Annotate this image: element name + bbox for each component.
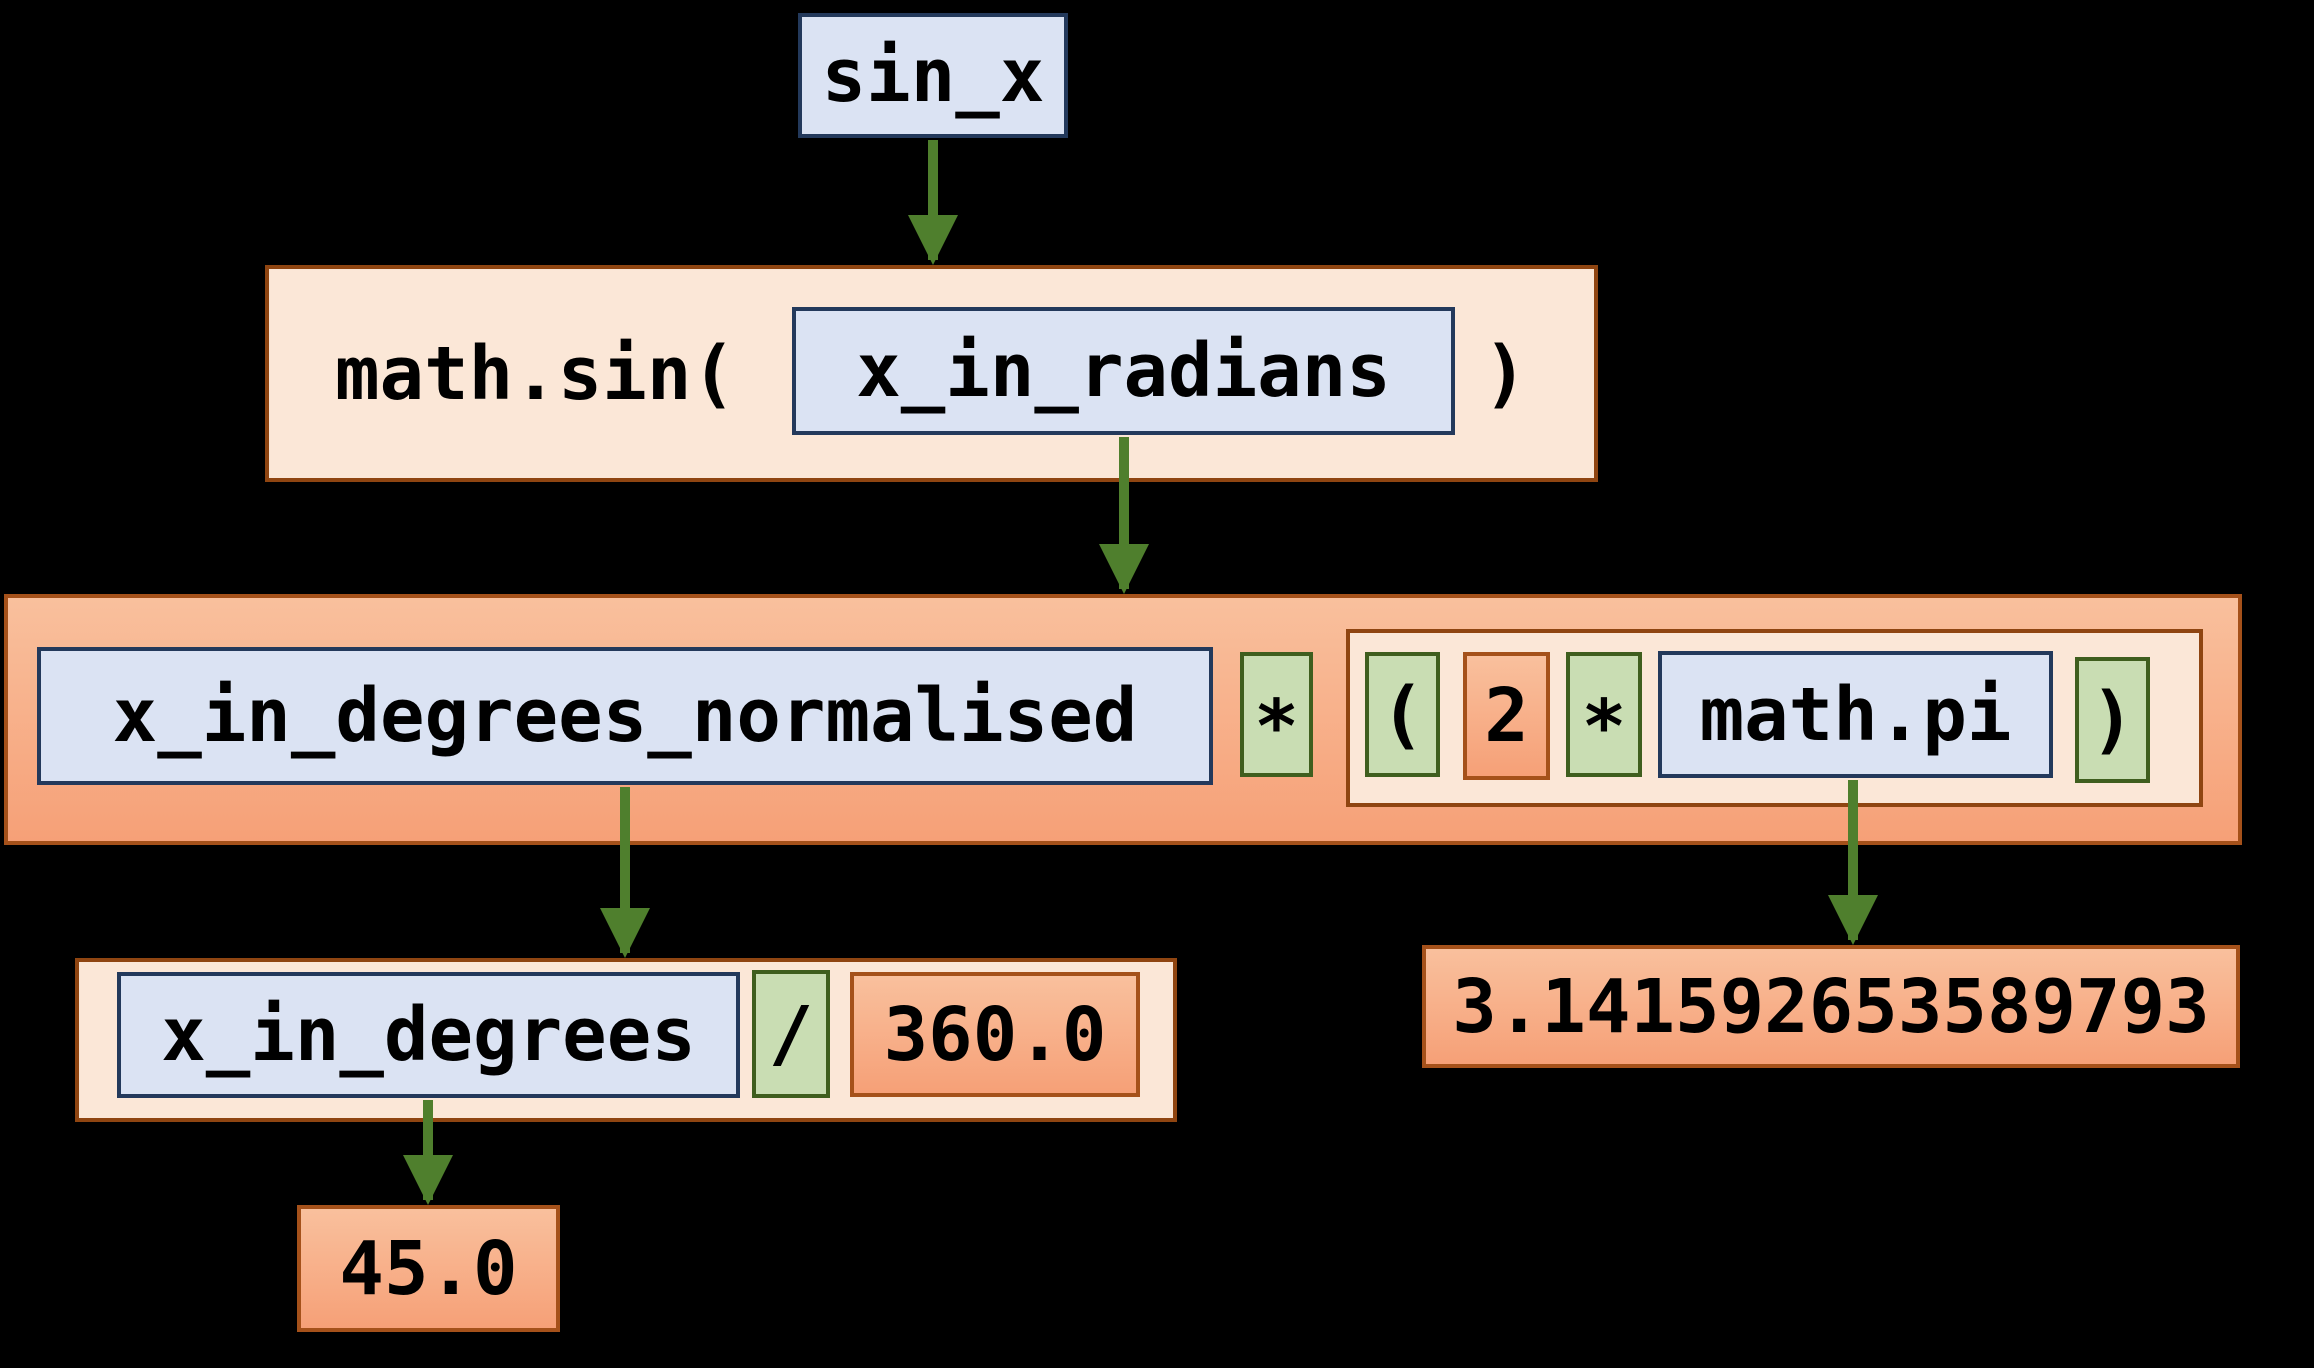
open-paren-label: ( (1380, 671, 1425, 758)
node-inner-multiply-operator: * (1566, 652, 1642, 777)
x-in-degrees-normalised-label: x_in_degrees_normalised (112, 673, 1138, 759)
close-paren-label: ) (2090, 677, 2135, 763)
node-literal-360: 360.0 (850, 972, 1140, 1097)
pi-value-label: 3.141592653589793 (1452, 963, 2210, 1050)
math-sin-suffix-label: ) (1483, 330, 1528, 417)
node-x-in-degrees: x_in_degrees (117, 972, 740, 1098)
node-pi-value: 3.141592653589793 (1422, 945, 2240, 1068)
divide-operator-label: / (768, 991, 814, 1077)
node-x-in-degrees-normalised: x_in_degrees_normalised (37, 647, 1213, 785)
node-x-in-radians: x_in_radians (792, 307, 1455, 435)
math-pi-label: math.pi (1699, 671, 2012, 758)
x-in-radians-label: x_in_radians (856, 328, 1391, 414)
x-in-degrees-label: x_in_degrees (161, 992, 696, 1078)
node-math-pi: math.pi (1658, 651, 2053, 778)
node-literal-2: 2 (1463, 652, 1550, 780)
node-math-sin-call: math.sin( x_in_radians ) (265, 265, 1598, 482)
x-value-label: 45.0 (339, 1225, 518, 1312)
node-sin-x: sin_x (798, 13, 1068, 138)
node-paren-group: ( 2 * math.pi ) (1346, 629, 2203, 807)
inner-multiply-operator-label: * (1581, 683, 1627, 770)
node-multiply-operator: * (1240, 652, 1313, 777)
node-close-paren: ) (2075, 657, 2150, 783)
node-divide-expr: x_in_degrees / 360.0 (75, 958, 1177, 1122)
node-multiply-expr: x_in_degrees_normalised * ( 2 * math.pi … (4, 594, 2242, 845)
node-divide-operator: / (752, 970, 830, 1098)
multiply-operator-label: * (1254, 683, 1299, 770)
node-x-value: 45.0 (297, 1205, 560, 1332)
node-open-paren: ( (1365, 652, 1440, 777)
literal-360-label: 360.0 (883, 991, 1107, 1078)
literal-2-label: 2 (1484, 673, 1529, 759)
math-sin-prefix-label: math.sin( (335, 330, 736, 417)
sin-x-label: sin_x (821, 32, 1045, 119)
